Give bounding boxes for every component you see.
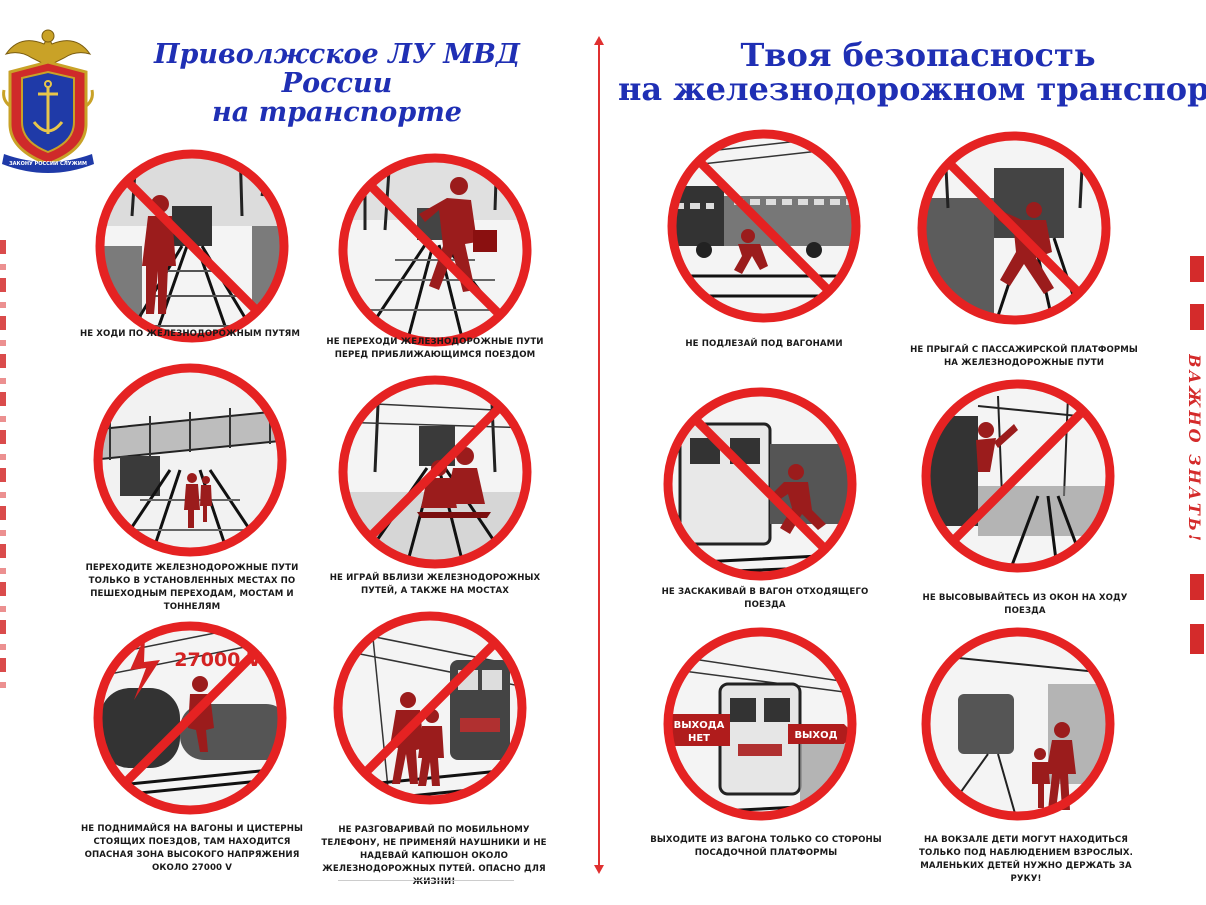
caption-jump-into-departing: НЕ ЗАСКАКИВАЙ В ВАГОН ОТХОДЯЩЕГО ПОЕЗДА [661,587,869,610]
running-person-figure [419,177,497,292]
sign-jump-from-platform [914,128,1114,328]
adult-child-figure [1032,722,1076,810]
caption-jump-from-platform: НЕ ПРЫГАЙ С ПАССАЖИРСКОЙ ПЛАТФОРМЫ НА ЖЕ… [910,345,1138,368]
sign-lean-out-window [918,376,1118,576]
sign-children-supervision [918,624,1118,824]
banner-block [1190,624,1204,654]
left-title-line2: на транспорте [212,97,462,128]
jumping-person-figure-2 [772,464,826,534]
lightning-icon [130,636,160,700]
no-exit-line1: ВЫХОДА [674,720,725,731]
caption-play-near-tracks: НЕ ИГРАЙ ВБЛИЗИ ЖЕЛЕЗНОДОРОЖНЫХ ПУТЕЙ, А… [329,573,541,596]
left-title-line1: Приволжское ЛУ МВД России [154,39,520,99]
caption-phone-headphones: НЕ РАЗГОВАРИВАЙ ПО МОБИЛЬНОМУ ТЕЛЕФОНУ, … [321,825,547,887]
leaning-person-figure [976,422,1018,472]
sign-cross-before-train [335,150,535,350]
banner-block [1190,304,1204,330]
sign-crawl-under-wagons [664,126,864,326]
right-title: Твоя безопасность на железнодорожном тра… [618,38,1206,106]
side-banner: ВАЖНО ЗНАТЬ! [1188,244,1206,692]
sign-designated-crossings [90,360,290,560]
caption-exit-platform-side: ВЫХОДИТЕ ИЗ ВАГОНА ТОЛЬКО СО СТОРОНЫ ПОС… [650,835,882,858]
banner-block [1190,574,1204,600]
right-title-line1: Твоя безопасность [740,36,1096,74]
banner-block [1190,256,1204,282]
caption-cross-before-train: НЕ ПЕРЕХОДИ ЖЕЛЕЗНОДОРОЖНЫЕ ПУТИ ПЕРЕД П… [326,337,544,360]
left-title: Приволжское ЛУ МВД России на транспорте [104,40,570,127]
right-title-line2: на железнодорожном транспорте [618,70,1206,108]
crawling-person-figure [734,229,768,274]
no-exit-line2: НЕТ [688,733,710,744]
exit-sign: ВЫХОД [788,724,854,744]
left-decor-strip [0,240,6,690]
caption-climb-wagons: НЕ ПОДНИМАЙСЯ НА ВАГОНЫ И ЦИСТЕРНЫ СТОЯЩ… [81,824,303,873]
pedestrians-figure [184,473,212,528]
exit-label: ВЫХОД [794,730,837,741]
caption-designated-crossings: ПЕРЕХОДИТЕ ЖЕЛЕЗНОДОРОЖНЫЕ ПУТИ ТОЛЬКО В… [85,563,299,612]
caption-lean-out-window: НЕ ВЫСОВЫВАЙТЕСЬ ИЗ ОКОН НА ХОДУ ПОЕЗДА [922,593,1128,616]
center-divider [594,36,604,874]
emblem-ribbon-text: ЗАКОНУ РОССИИ СЛУЖИМ [9,161,87,167]
jumping-person-figure [998,202,1054,294]
sign-phone-headphones [330,608,530,808]
sign-climb-wagons: 27000 V [90,618,290,818]
children-sled-figure [417,447,491,518]
sign-exit-platform-side: ВЫХОДА НЕТ ВЫХОД [660,624,860,824]
sign-play-near-tracks [335,372,535,572]
caption-crawl-under-wagons: НЕ ПОДЛЕЗАЙ ПОД ВАГОНАМИ [685,339,843,349]
no-exit-sign: ВЫХОДА НЕТ [668,714,730,746]
mvd-emblem: ЗАКОНУ РОССИИ СЛУЖИМ [0,14,96,178]
bottom-rule [338,880,514,881]
side-banner-text: ВАЖНО ЗНАТЬ! [1188,354,1204,544]
caption-children-supervision: НА ВОКЗАЛЕ ДЕТИ МОГУТ НАХОДИТЬСЯ ТОЛЬКО … [919,835,1133,884]
sign-jump-into-departing [660,384,860,584]
caption-walk-on-tracks: НЕ ХОДИ ПО ЖЕЛЕЗНОДОРОЖНЫМ ПУТЯМ [79,329,301,339]
sign-walk-on-tracks [92,146,292,346]
